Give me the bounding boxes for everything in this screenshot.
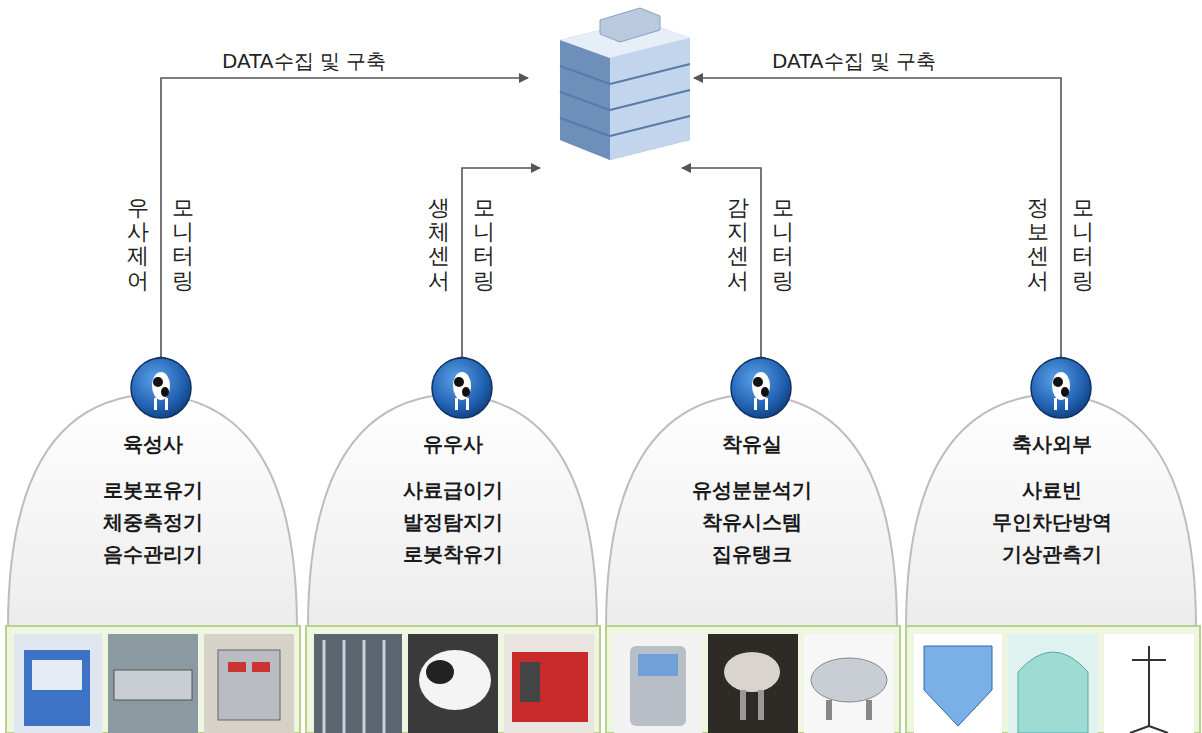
- equipment-item: 체중측정기: [103, 506, 203, 538]
- equipment-item: 유성분분석기: [692, 474, 812, 506]
- equipment-item: 사료빈: [1022, 474, 1082, 506]
- section-dome: 축사외부사료빈무인차단방역기상관측기: [921, 428, 1183, 620]
- equipment-item: 사료급이기: [403, 474, 503, 506]
- vertical-label: 우사제어: [127, 196, 149, 293]
- equipment-item: 착유시스템: [702, 506, 802, 538]
- dome-outline: [8, 394, 1196, 628]
- equipment-item: 음수관리기: [103, 538, 203, 570]
- equipment-photos: [6, 626, 1200, 733]
- section-title: 육성사: [123, 428, 183, 460]
- vertical-label: 모니터링: [772, 196, 794, 293]
- equipment-item: 로봇착유기: [403, 538, 503, 570]
- vertical-label: 모니터링: [1072, 196, 1094, 293]
- section-dome: 착유실유성분분석기착유시스템집유탱크: [621, 428, 883, 620]
- section-title: 착유실: [722, 428, 782, 460]
- cow-badge: [131, 358, 1091, 418]
- vertical-label: 모니터링: [172, 196, 194, 293]
- section-dome: 유우사사료급이기발정탐지기로봇착유기: [322, 428, 584, 620]
- vertical-label: 감지센서: [727, 196, 749, 293]
- equipment-item: 기상관측기: [1002, 538, 1102, 570]
- equipment-item: 무인차단방역: [992, 506, 1112, 538]
- flow-label: DATA수집 및 구축: [772, 48, 936, 75]
- section-title: 축사외부: [1012, 428, 1092, 460]
- equipment-item: 집유탱크: [712, 538, 792, 570]
- equipment-item: 로봇포유기: [103, 474, 203, 506]
- vertical-label: 생체센서: [428, 196, 450, 293]
- section-dome: 육성사로봇포유기체중측정기음수관리기: [22, 428, 284, 620]
- vertical-label: 정보센서: [1027, 196, 1049, 293]
- section-title: 유우사: [423, 428, 483, 460]
- equipment-item: 발정탐지기: [403, 506, 503, 538]
- flow-label: DATA수집 및 구축: [222, 48, 386, 75]
- vertical-label: 모니터링: [473, 196, 495, 293]
- server-building: [560, 8, 690, 160]
